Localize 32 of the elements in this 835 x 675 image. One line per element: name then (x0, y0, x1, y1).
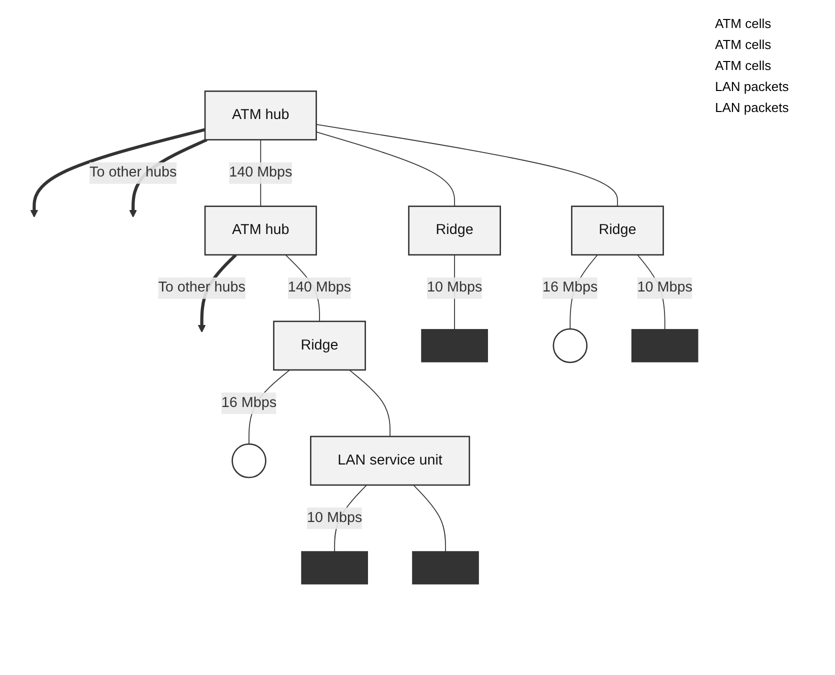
edge-label: To other hubs (158, 280, 246, 296)
node-bar (631, 328, 698, 362)
connector (316, 124, 618, 207)
node-bar (301, 551, 368, 584)
traffic-note: ATM cells (715, 58, 772, 73)
node-bar (412, 551, 479, 584)
node-box (408, 206, 501, 256)
edge-label: 140 Mbps (288, 280, 352, 296)
connector (413, 484, 446, 552)
edge-label: To other hubs (90, 164, 177, 180)
edge-label: 10 Mbps (426, 280, 482, 296)
arrow (30, 128, 206, 218)
connector (348, 369, 390, 437)
node-box (571, 206, 664, 256)
traffic-note: LAN packets (715, 79, 790, 94)
node-circle (232, 443, 266, 478)
edge-label: 16 Mbps (221, 395, 277, 410)
node-box (310, 436, 470, 486)
traffic-note: LAN packets (715, 100, 790, 115)
node-bar (421, 328, 488, 362)
edge-label: 140 Mbps (229, 164, 292, 180)
node-box (204, 206, 317, 256)
traffic-note: ATM cells (715, 37, 772, 52)
edge-label: 10 Mbps (637, 280, 692, 296)
connector (316, 131, 455, 207)
node-box (204, 90, 317, 140)
edge-label: 16 Mbps (542, 280, 598, 296)
edge-label: 10 Mbps (306, 510, 362, 526)
node-circle (552, 328, 588, 363)
node-box (273, 320, 366, 371)
traffic-note: ATM cells (715, 16, 772, 31)
network-diagram: To other hubs 140 Mbps To other hubs 140 Mbps 10 Mbps 16 Mbps 10 Mbps 16 Mbps 10 Mbps ATM hub ATM hub Ridge Ridge Ridge LAN service unit (0, 84, 705, 592)
